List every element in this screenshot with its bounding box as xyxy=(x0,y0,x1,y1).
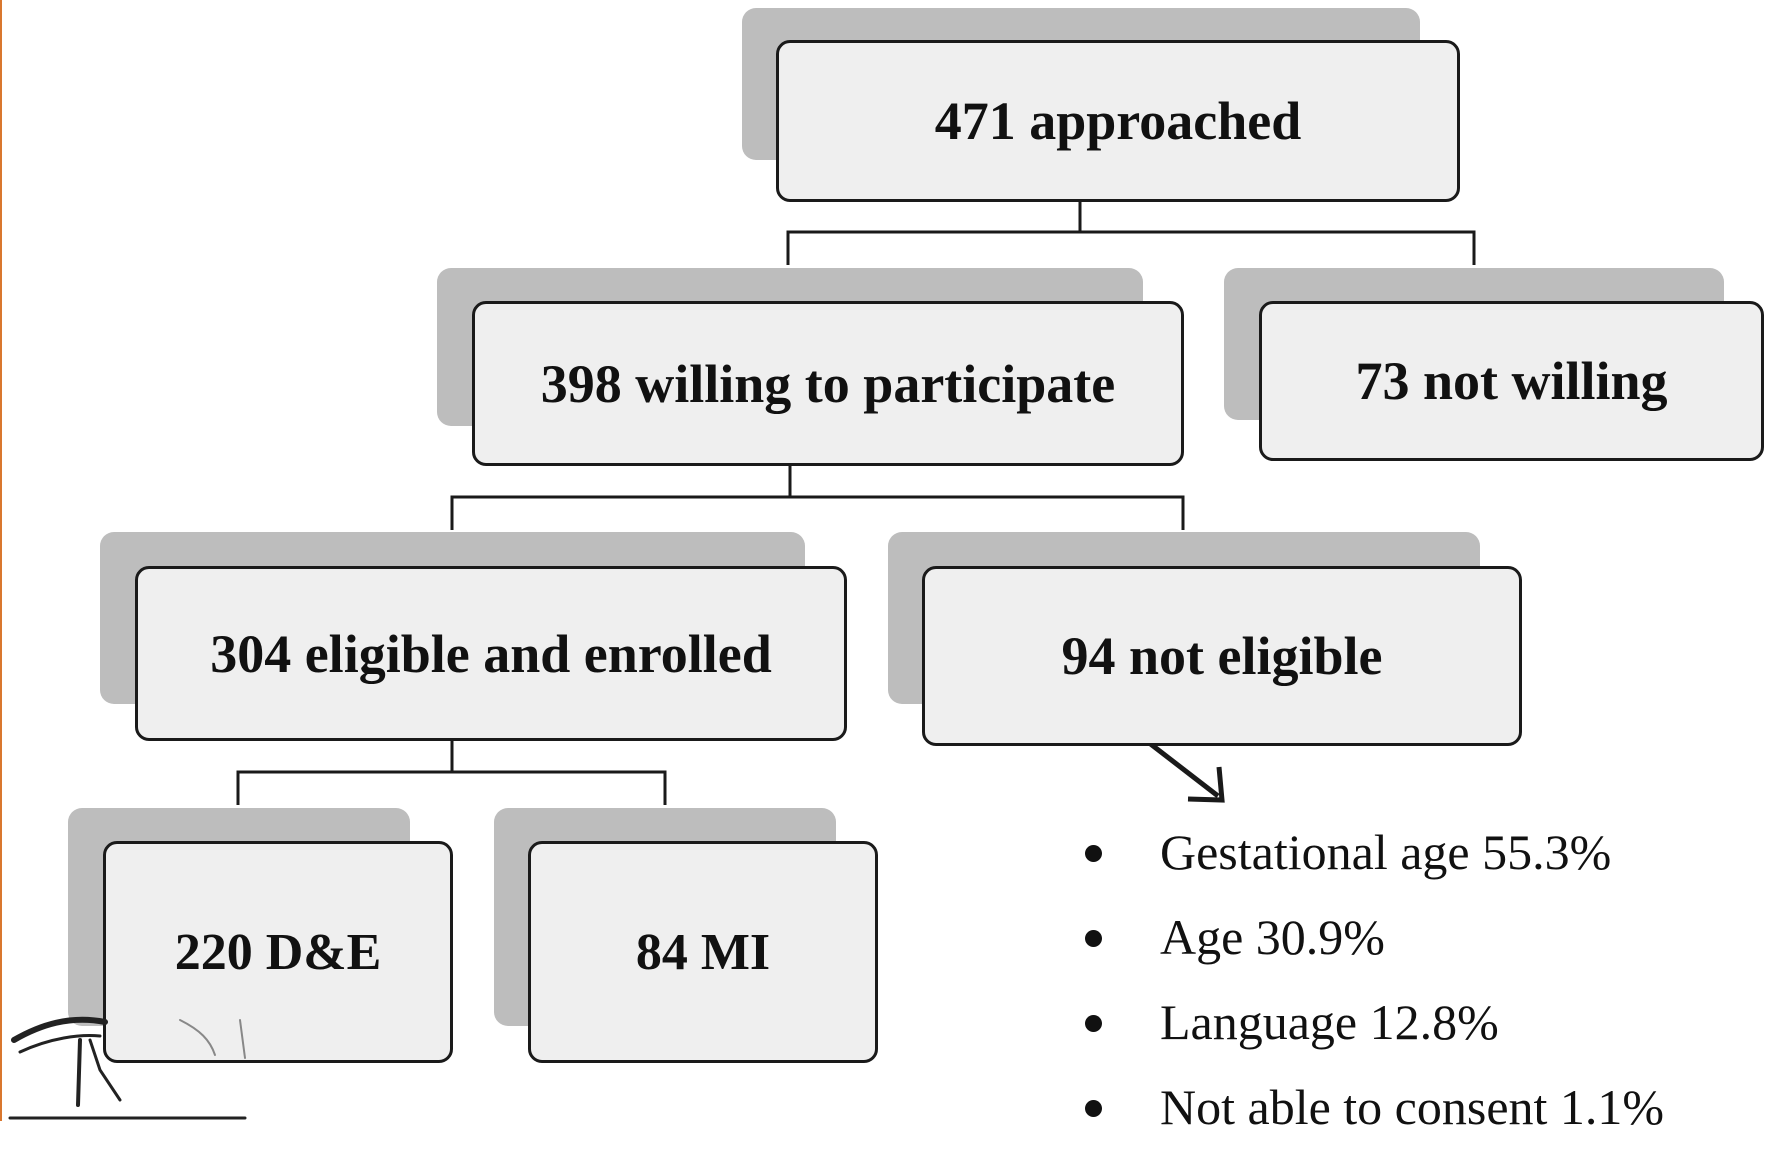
willing-box: 398 willing to participate xyxy=(472,301,1184,466)
bird-illustration xyxy=(8,1016,247,1120)
arrow-head xyxy=(1187,766,1225,803)
not-eligible-label: 94 not eligible xyxy=(1061,626,1383,686)
connector-eligible-right xyxy=(452,770,667,805)
reason-item: Gestational age 55.3% xyxy=(1055,812,1664,897)
connector-approached-right xyxy=(1080,230,1476,265)
willing-label: 398 willing to participate xyxy=(540,353,1116,414)
de-box: 220 D&E xyxy=(103,841,453,1063)
reason-item: Age 30.9% xyxy=(1055,897,1664,982)
not-eligible-box: 94 not eligible xyxy=(922,566,1522,746)
connector-eligible xyxy=(236,738,454,805)
connector-willing xyxy=(450,465,792,530)
eligible-box: 304 eligible and enrolled xyxy=(135,566,847,741)
mi-box: 84 MI xyxy=(528,841,878,1063)
arrow-not-eligible xyxy=(1146,740,1220,798)
accent-edge xyxy=(0,0,2,1121)
approached-label: 471 approached xyxy=(934,91,1302,151)
eligible-label: 304 eligible and enrolled xyxy=(210,623,772,684)
connector-lines xyxy=(236,200,1476,805)
reason-item: Language 12.8% xyxy=(1055,982,1664,1067)
approached-box: 471 approached xyxy=(776,40,1460,202)
not-willing-box: 73 not willing xyxy=(1259,301,1764,461)
ineligibility-reasons-list: Gestational age 55.3% Age 30.9% Language… xyxy=(1055,812,1664,1152)
de-label: 220 D&E xyxy=(174,923,382,981)
not-willing-label: 73 not willing xyxy=(1355,351,1668,411)
reason-item: Not able to consent 1.1% xyxy=(1055,1067,1664,1152)
connector-approached xyxy=(786,200,1082,265)
connector-willing-right xyxy=(790,495,1185,530)
mi-label: 84 MI xyxy=(635,923,771,981)
